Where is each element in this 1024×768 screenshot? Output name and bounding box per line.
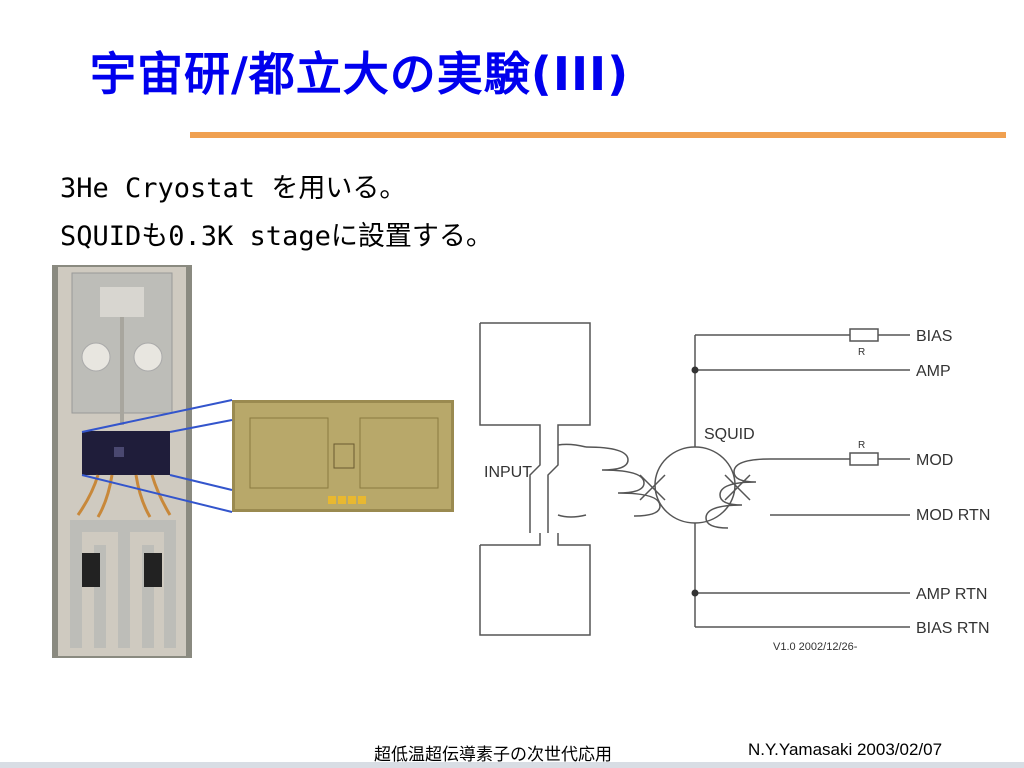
squid-schematic: BIAS AMP SQUID MOD MOD RTN AMP RTN BIAS … [479, 322, 990, 653]
label-amp: AMP [916, 363, 951, 380]
footer-bar [0, 762, 1024, 768]
bullet-cryostat: 3He Cryostat を用いる。 [60, 173, 407, 204]
label-resistor-2: R [858, 440, 865, 451]
label-mod: MOD [916, 452, 953, 469]
bullet-squid: SQUIDも0.3K stageに設置する。 [60, 221, 493, 252]
footer-author-date: N.Y.Yamasaki 2003/02/07 [748, 740, 943, 759]
label-bias: BIAS [916, 328, 952, 345]
squid-chip-micrograph [232, 400, 454, 512]
title-underline [190, 132, 1006, 138]
sample-holder-photo [52, 265, 192, 658]
label-mod-rtn: MOD RTN [916, 507, 990, 524]
label-bias-rtn: BIAS RTN [916, 620, 990, 637]
slide-title: 宇宙研/都立大の実験(III) [90, 47, 630, 101]
label-squid: SQUID [704, 426, 755, 443]
footer-course-title: 超低温超伝導素子の次世代応用 [374, 745, 612, 765]
label-resistor-1: R [858, 347, 865, 358]
label-version: V1.0 2002/12/26- [773, 641, 858, 653]
label-amp-rtn: AMP RTN [916, 586, 987, 603]
label-input: INPUT [484, 464, 532, 481]
